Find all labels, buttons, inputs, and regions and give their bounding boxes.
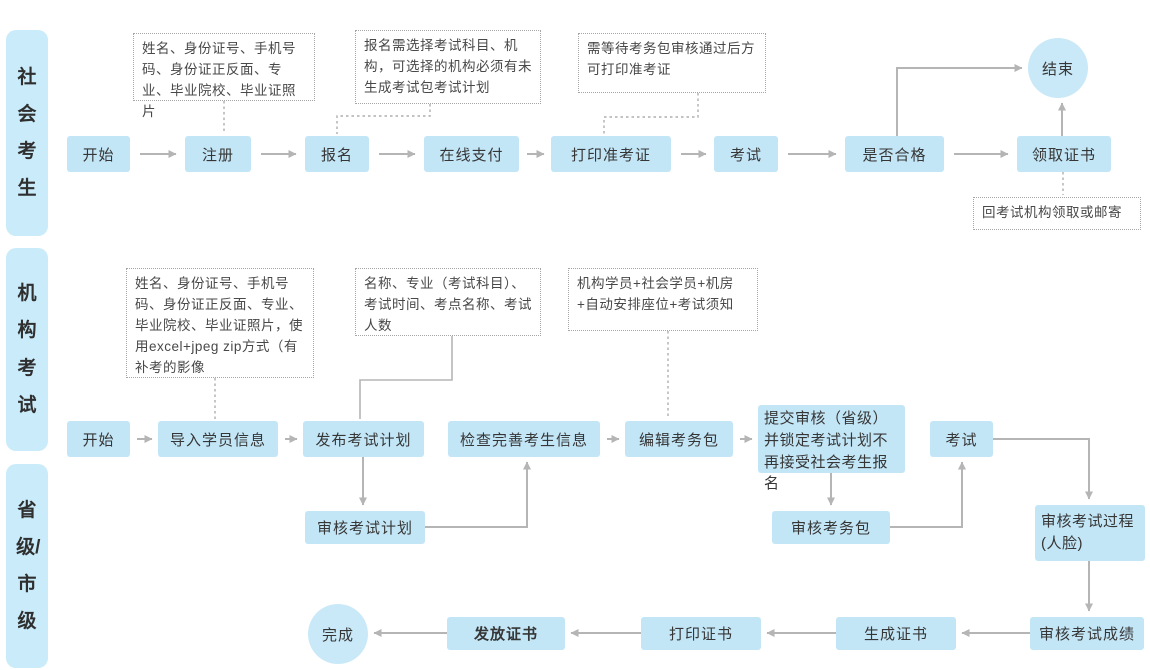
swimlane-label: 机构考试 — [17, 283, 37, 416]
node-start-social: 开始 — [67, 136, 130, 172]
swimlane-provincial-municipal: 省级/市级 — [6, 464, 48, 668]
note-package-contents: 机构学员+社会学员+机房+自动安排座位+考试须知 — [568, 268, 758, 331]
node-import-students: 导入学员信息 — [158, 421, 278, 457]
node-issue-certificate: 发放证书 — [447, 617, 565, 650]
node-publish-exam-plan: 发布考试计划 — [303, 421, 424, 457]
swimlane-label: 省级/市级 — [16, 499, 41, 633]
node-print-admission-ticket: 打印准考证 — [551, 136, 671, 172]
node-pass-check: 是否合格 — [845, 136, 944, 172]
node-done: 完成 — [308, 604, 368, 664]
node-edit-exam-package: 编辑考务包 — [625, 421, 733, 457]
note-plan-fields: 名称、专业（考试科目）、考试时间、考点名称、考试人数 — [355, 268, 541, 336]
node-generate-certificate: 生成证书 — [836, 617, 956, 650]
node-exam-social: 考试 — [714, 136, 778, 172]
node-receive-certificate: 领取证书 — [1017, 136, 1111, 172]
node-exam-institution: 考试 — [930, 421, 993, 457]
node-register: 注册 — [185, 136, 251, 172]
note-certificate-delivery: 回考试机构领取或邮寄 — [973, 197, 1141, 230]
note-import-format: 姓名、身份证号、手机号码、身份证正反面、专业、毕业院校、毕业证照片，使用exce… — [126, 268, 314, 378]
note-ticket-requirement: 需等待考务包审核通过后方可打印准考证 — [578, 33, 766, 93]
swimlane-social-candidates: 社会考生 — [6, 30, 48, 236]
swimlane-label: 社会考生 — [17, 66, 37, 200]
node-review-exam-package: 审核考务包 — [772, 511, 890, 544]
node-review-exam-process-face: 审核考试过程(人脸) — [1035, 505, 1145, 561]
note-register-info: 姓名、身份证号、手机号码、身份证正反面、专业、毕业院校、毕业证照片 — [133, 33, 315, 119]
note-signup-requirement: 报名需选择考试科目、机构，可选择的机构必须有未生成考试包考试计划 — [355, 30, 541, 104]
node-signup: 报名 — [305, 136, 369, 172]
node-start-institution: 开始 — [67, 421, 130, 457]
node-review-exam-score: 审核考试成绩 — [1030, 617, 1144, 650]
node-online-payment: 在线支付 — [424, 136, 519, 172]
swimlane-institution-exam: 机构考试 — [6, 248, 48, 451]
node-submit-review-lock-plan: 提交审核（省级）并锁定考试计划不再接受社会考生报名 — [758, 405, 905, 492]
node-end: 结束 — [1028, 38, 1088, 98]
node-print-certificate: 打印证书 — [641, 617, 761, 650]
node-check-candidate-info: 检查完善考生信息 — [448, 421, 600, 457]
node-review-exam-plan: 审核考试计划 — [305, 511, 425, 544]
